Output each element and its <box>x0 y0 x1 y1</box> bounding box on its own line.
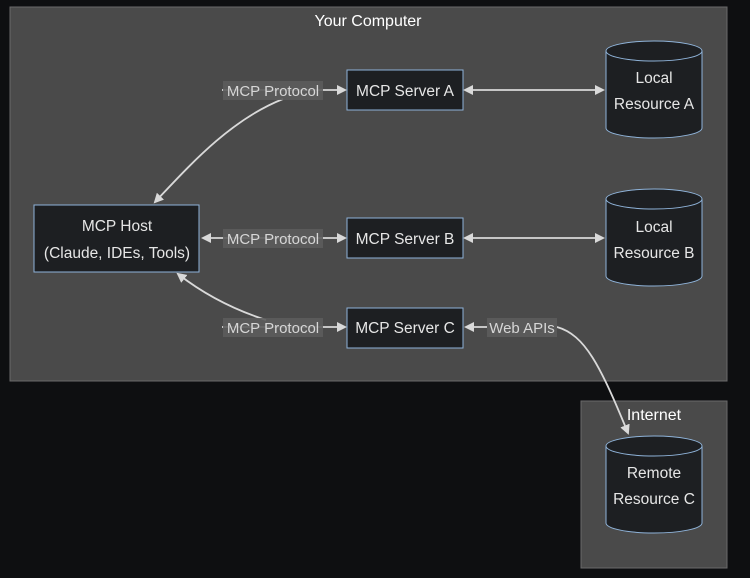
node-remote-resource-c-line2: Resource C <box>613 491 695 508</box>
cylinder-top <box>605 188 703 210</box>
cylinder-top <box>605 435 703 457</box>
edge-host-server-c-curve <box>176 272 267 321</box>
node-local-resource-a-line1: Local <box>635 70 672 87</box>
edge-web-apis-resource-c <box>556 326 630 435</box>
cluster-internet-box <box>580 400 728 569</box>
node-mcp-host-title: MCP Host <box>82 218 153 235</box>
edge-label-bg <box>223 81 323 100</box>
cylinder-body[interactable] <box>605 199 703 287</box>
node-mcp-host[interactable]: MCP Host (Claude, IDEs, Tools) <box>33 204 200 273</box>
cluster-internet-title: Internet <box>627 407 682 424</box>
node-remote-resource-c[interactable]: Remote Resource C <box>605 435 703 534</box>
node-remote-resource-c-line1: Remote <box>627 465 681 482</box>
node-local-resource-a[interactable]: Local Resource A <box>605 40 703 139</box>
edge-label-host-server-b: MCP Protocol <box>227 231 319 248</box>
edge-label-bg <box>223 229 323 248</box>
node-local-resource-b-line2: Resource B <box>614 245 695 262</box>
cylinder-body[interactable] <box>605 51 703 139</box>
node-mcp-server-c[interactable]: MCP Server C <box>346 307 464 349</box>
edge-host-server-a-curve <box>153 98 284 204</box>
node-local-resource-a-line2: Resource A <box>614 96 695 113</box>
cluster-internet: Internet <box>580 400 728 569</box>
node-local-resource-b[interactable]: Local Resource B <box>605 188 703 287</box>
edge-label-web-apis: Web APIs <box>489 320 555 337</box>
cluster-your-computer-title: Your Computer <box>314 13 422 30</box>
node-mcp-server-b-label: MCP Server B <box>356 231 455 248</box>
node-mcp-server-b-box[interactable] <box>346 217 464 259</box>
edge-labels: MCP Protocol MCP Protocol MCP Protocol W… <box>223 81 557 337</box>
edge-label-host-server-c: MCP Protocol <box>227 320 319 337</box>
node-local-resource-b-line1: Local <box>635 219 672 236</box>
node-mcp-server-a-label: MCP Server A <box>356 83 455 100</box>
node-mcp-host-box[interactable] <box>33 204 200 273</box>
cylinder-body[interactable] <box>605 446 703 534</box>
cylinder-top <box>605 40 703 62</box>
node-mcp-server-a[interactable]: MCP Server A <box>346 69 464 111</box>
node-mcp-server-a-box[interactable] <box>346 69 464 111</box>
node-mcp-host-subtitle: (Claude, IDEs, Tools) <box>44 245 190 262</box>
edge-label-bg <box>223 318 323 337</box>
edge-label-bg <box>487 318 557 337</box>
node-mcp-server-c-box[interactable] <box>346 307 464 349</box>
edge-label-host-server-a: MCP Protocol <box>227 83 319 100</box>
node-mcp-server-c-label: MCP Server C <box>355 320 455 337</box>
node-mcp-server-b[interactable]: MCP Server B <box>346 217 464 259</box>
